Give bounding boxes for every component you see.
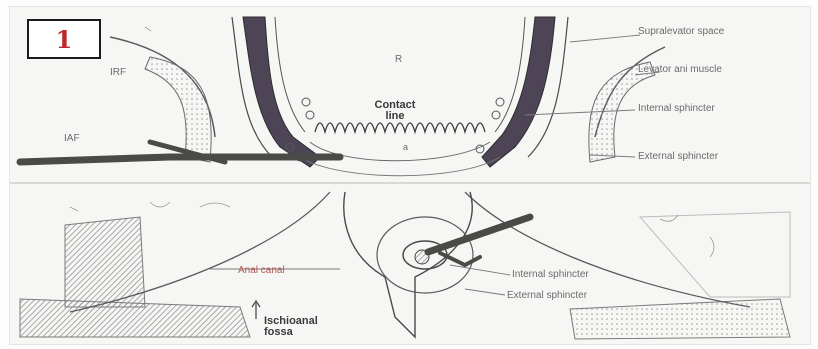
- marker-line-top: [20, 157, 340, 162]
- anal-columns: [315, 123, 485, 132]
- label-contact-line: Contact line: [365, 100, 425, 122]
- label-ischioanal-fossa: Ischioanal fossa: [264, 316, 344, 338]
- ischioanal-tissue-left: [65, 217, 145, 307]
- label-external-sphincter-bottom: External sphincter: [507, 290, 607, 301]
- levator-ani-left: [145, 57, 211, 162]
- marker-line-bottom: [428, 217, 530, 252]
- figure-number: 1: [56, 25, 73, 54]
- anatomy-drawing: [10, 7, 810, 344]
- label-a: a: [403, 143, 408, 152]
- label-external-sphincter-top: External sphincter: [638, 151, 748, 162]
- label-irf: IRF: [110, 67, 126, 78]
- label-levator-ani-muscle: Levator ani muscle: [638, 64, 748, 75]
- gluteal-tissue-left: [20, 299, 250, 337]
- label-anal-canal: Anal canal: [238, 265, 285, 276]
- gluteal-tissue-right: [570, 299, 790, 339]
- label-supralevator-space: Supralevator space: [638, 26, 748, 37]
- label-iaf: IAF: [64, 133, 80, 144]
- label-internal-sphincter-bottom: Internal sphincter: [512, 269, 612, 280]
- rectal-wall-right: [482, 17, 555, 167]
- fat-region-right: [640, 212, 790, 297]
- rectal-wall-left: [243, 17, 320, 167]
- anatomy-figure: IRF IAF R a Contact line Supralevator sp…: [9, 6, 811, 345]
- label-internal-sphincter-top: Internal sphincter: [638, 103, 748, 114]
- figure-number-badge: 1: [27, 19, 101, 59]
- label-r: R: [395, 54, 402, 65]
